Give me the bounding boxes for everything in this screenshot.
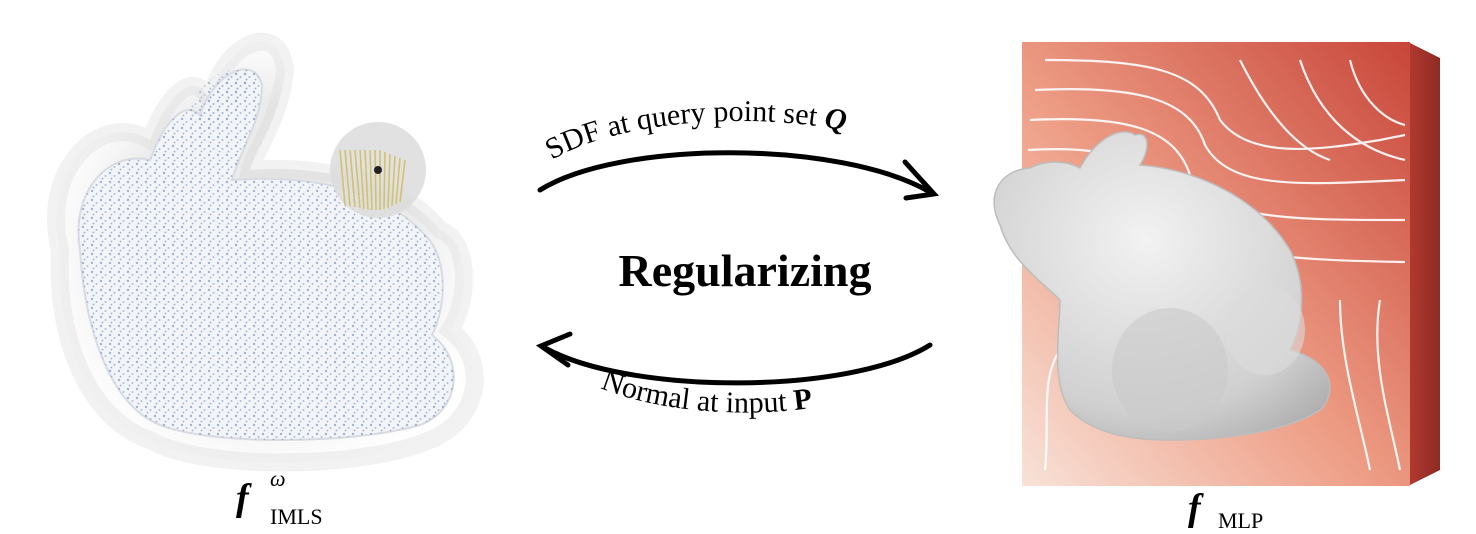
bottom-arrow-label: Normal at input P (598, 364, 814, 420)
top-arrow (537, 150, 940, 201)
point-cloud-bunny (47, 32, 484, 472)
left-function-symbol: f (236, 477, 249, 519)
left-superscript: ω (270, 466, 286, 491)
neighbor-lines (339, 149, 406, 211)
right-subscript: MLP (1218, 508, 1264, 533)
sdf-cube (993, 42, 1440, 486)
cube-side (1408, 42, 1440, 486)
left-model-label: f ω IMLS (236, 466, 323, 529)
left-subscript: IMLS (270, 504, 323, 529)
right-model-label: f MLP (1188, 486, 1263, 533)
right-function-symbol: f (1188, 487, 1201, 529)
query-point (374, 166, 382, 174)
center-label: Regularizing (618, 245, 872, 296)
bottom-arrow (535, 331, 933, 386)
